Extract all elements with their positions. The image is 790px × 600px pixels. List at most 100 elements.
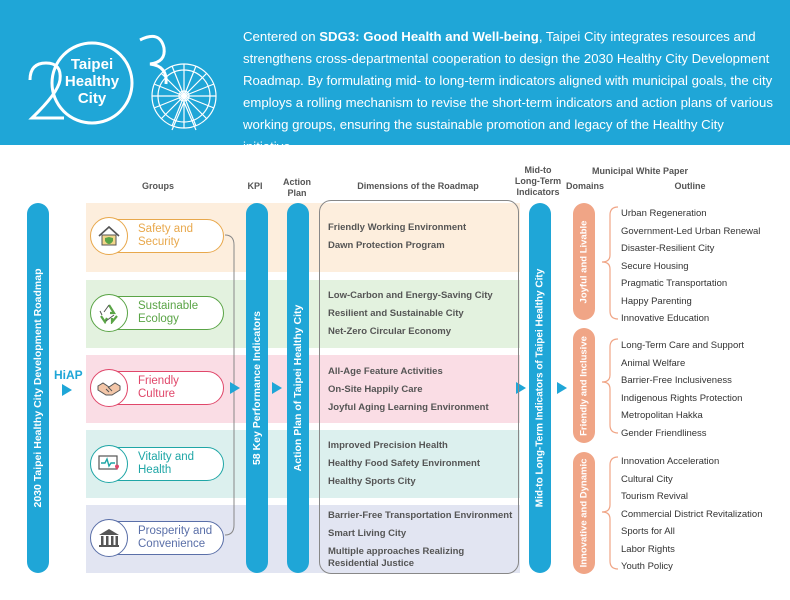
dimension-item: Low-Carbon and Energy-Saving City [328,290,493,301]
logo-line3: City [77,90,107,107]
outline-item: Innovation Acceleration [621,456,720,467]
outline-item: Secure Housing [621,260,689,272]
group-label-line2: Culture [138,388,176,400]
arrow-mid-to-domains [557,382,567,394]
group-label-line2: Ecology [138,313,179,325]
group-label-line2: Security [138,236,180,248]
outline-item: Metropolitan Hakka [621,410,703,421]
outline-item: Youth Policy [621,561,673,572]
domain-innovative-dynamic: Innovative and Dynamic [573,452,595,574]
logo-2030-graphic [28,34,217,131]
group-label-line2: Health [138,464,172,476]
group-label-line1: Friendly [138,375,179,387]
outline-friendly-inclusive: Long-Term Care and Support Animal Welfar… [621,337,744,442]
outline-item: Urban Regeneration [621,208,707,219]
outline-item: Animal Welfare [621,357,686,369]
group-label-line2: Convenience [138,538,206,550]
kpi-pill: 58 Key Performance Indicators [246,203,268,573]
header-dimensions: Dimensions of the Roadmap [357,181,479,191]
handshake-icon [90,369,128,407]
outline-item: Commercial District Revitalization [621,508,763,520]
domain-joyful-livable: Joyful and Livable [573,203,595,320]
outline-item: Government-Led Urban Renewal [621,225,761,237]
group-vitality-health: Vitality and Health [90,445,226,483]
outline-item: Tourism Revival [621,491,689,502]
outline-item: Happy Parenting [621,295,692,307]
domain-friendly-inclusive: Friendly and Inclusive [573,328,595,443]
house-shield-icon [90,217,128,255]
recycle-icon [90,294,128,332]
outline-item: Disaster-Resilient City [621,243,715,254]
outline-item: Cultural City [621,473,673,485]
group-safety-security: Safety and Security [90,217,226,255]
dimension-item: Healthy Food Safety Environment [328,458,481,469]
header-domains: Domains [565,181,604,191]
hiap-label: HiAP [54,368,83,382]
outline-item: Gender Friendliness [621,427,707,439]
dimension-item: On-Site Happily Care [328,384,423,395]
header-kpi: KPI [247,181,263,191]
outline-item: Innovative Education [621,313,710,324]
domain-label: Innovative and Dynamic [578,458,590,568]
header-outline: Outline [674,181,706,191]
group-sustainable-ecology: Sustainable Ecology [90,294,226,332]
mid-long-term-label: Mid-to Long-Term Indicators of Taipei He… [534,268,546,508]
intro-prefix: Centered on [243,29,320,44]
header-mid-long-term: Mid-to Long-Term Indicators [514,165,562,197]
group-label-line1: Prosperity and [138,525,213,537]
dimension-item: Healthy Sports City [328,476,416,487]
action-plan-pill: Action Plan of Taipei Healthy City [287,203,309,573]
header-action-plan: Action Plan [283,177,311,198]
dimensions-prosperity: Barrier-Free Transportation Environment … [328,507,512,570]
dimension-item: Joyful Aging Learning Environment [328,402,489,413]
domain-label: Joyful and Livable [578,220,590,303]
heart-monitor-icon [90,445,128,483]
header-groups: Groups [141,181,174,191]
group-prosperity-convenience: Prosperity and Convenience [90,519,226,557]
outline-innovative-dynamic: Innovation Acceleration Cultural City To… [621,453,762,576]
group-label-line1: Vitality and [138,451,195,463]
action-plan-label: Action Plan of Taipei Healthy City [292,304,304,472]
intro-sdg-bold: SDG3: Good Health and Well-being [319,29,539,44]
dimension-item: Smart Living City [328,528,407,539]
outline-item: Sports for All [621,526,675,537]
dimension-item: All-Age Feature Activities [328,366,443,377]
arrow-kpi-to-action [272,382,282,394]
hiap-arrow [62,384,72,396]
dimension-item: Multiple approaches Realizing [328,546,465,557]
logo-line2: Healthy [64,73,120,90]
bank-building-icon [90,519,128,557]
group-friendly-culture: Friendly Culture [90,369,226,407]
dimensions-health: Improved Precision Health Healthy Food S… [328,437,480,491]
logo-line1: Taipei [70,56,114,73]
header-banner: Taipei Healthy City Centered on SDG3: Go… [0,0,790,154]
outline-item: Labor Rights [621,543,675,555]
group-label-line1: Safety and [138,223,193,235]
dimension-item: Net-Zero Circular Economy [328,326,451,337]
intro-paragraph: Centered on SDG3: Good Health and Well-b… [243,26,773,158]
domain-label: Friendly and Inclusive [578,335,590,436]
dimension-item: Improved Precision Health [328,440,448,451]
outline-joyful-livable: Urban Regeneration Government-Led Urban … [621,205,760,328]
dimension-item: Dawn Protection Program [328,240,445,251]
arrow-roadmap-to-mid [516,382,526,394]
dimensions-culture: All-Age Feature Activities On-Site Happi… [328,363,489,417]
outline-item: Long-Term Care and Support [621,340,745,351]
outline-braces [601,206,619,570]
intro-rest: , Taipei City integrates resources and s… [243,29,773,154]
dimension-item: Barrier-Free Transportation Environment [328,510,513,521]
group-label-line1: Sustainable [138,300,199,312]
kpi-label: 58 Key Performance Indicators [251,310,263,466]
logo-title: Taipei Healthy City [52,56,132,107]
dimensions-safety: Friendly Working Environment Dawn Protec… [328,219,466,255]
outline-item: Barrier-Free Inclusiveness [621,375,732,386]
header-white-paper: Municipal White Paper [591,166,688,176]
dimension-item: Resilient and Sustainable City [328,308,464,319]
dimensions-ecology: Low-Carbon and Energy-Saving City Resili… [328,287,493,341]
dimension-item: Residential Justice [328,558,415,569]
dimension-item: Friendly Working Environment [328,222,467,233]
taipei-healthy-city-2030-logo: Taipei Healthy City [12,18,232,133]
arrow-groups-to-kpi [230,382,240,394]
outline-item: Indigenous Rights Protection [621,392,743,404]
outline-item: Pragmatic Transportation [621,278,728,289]
